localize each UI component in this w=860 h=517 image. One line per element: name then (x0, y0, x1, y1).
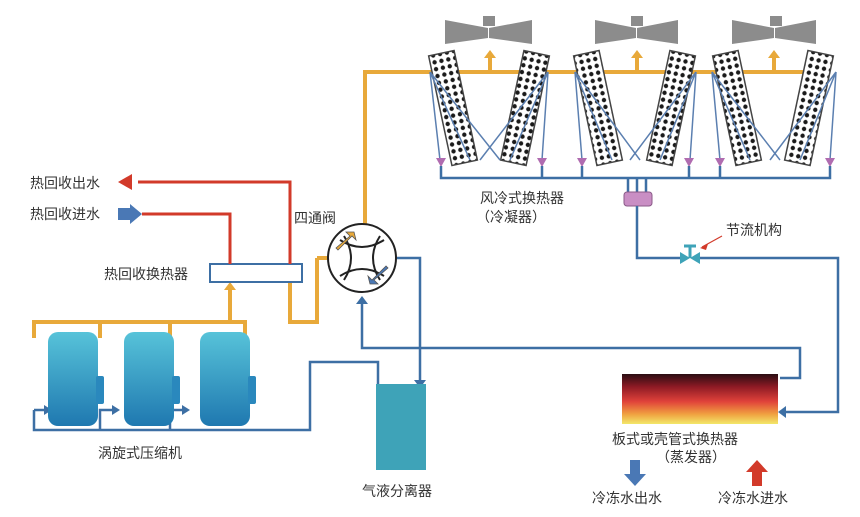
label-chilled-water-out: 冷冻水出水 (592, 490, 662, 507)
coil-1 (427, 49, 551, 167)
compressor-3 (200, 332, 256, 426)
label-scroll-compressor: 涡旋式压缩机 (98, 446, 182, 462)
scroll-compressors (48, 332, 256, 426)
throttle-pointer-head (700, 244, 708, 250)
condenser-fan-1 (445, 16, 532, 44)
condenser-collector (439, 166, 832, 192)
hot-water-pipes (138, 180, 292, 264)
hot-gas-pipes (32, 56, 828, 338)
label-evaporator-sub: （蒸发器） (656, 450, 726, 466)
four-way-valve (327, 223, 397, 293)
heat-recovery-exchanger (209, 263, 303, 283)
label-chilled-water-in: 冷冻水进水 (718, 490, 788, 507)
coil-2 (572, 49, 697, 167)
label-evaporator: 板式或壳管式换热器 (612, 431, 738, 448)
evaporator (622, 374, 778, 424)
label-condenser-sub: （冷凝器） (476, 210, 546, 226)
heat-recovery-out-arrow (118, 174, 132, 190)
label-condenser: 风冷式换热器 (480, 190, 564, 207)
chilled-water-out-arrow (624, 460, 646, 486)
label-gas-liquid-separator: 气液分离器 (362, 483, 432, 500)
label-throttle: 节流机构 (726, 223, 782, 239)
label-heat-recovery-out: 热回收出水 (30, 176, 100, 192)
condenser-fan-3 (732, 16, 816, 44)
label-four-way-valve: 四通阀 (294, 211, 336, 227)
throttle-valve (680, 244, 700, 264)
label-heat-recovery-in: 热回收进水 (30, 207, 100, 223)
heat-recovery-in-arrow (118, 204, 142, 224)
throttle-pointer (701, 235, 723, 248)
condenser-coils (427, 49, 835, 167)
condenser-fan-2 (595, 16, 678, 44)
hot-gas-arrows (224, 50, 780, 290)
compressor-2 (124, 332, 180, 426)
label-heat-recovery-exchanger: 热回收换热器 (104, 266, 188, 283)
liquid-receiver (623, 191, 653, 207)
chilled-water-arrows (624, 460, 768, 486)
distributor-nozzles (436, 158, 835, 167)
compressor-1 (48, 332, 104, 426)
coil-distribution-lines (429, 71, 837, 161)
hot-water-arrows (118, 174, 142, 224)
gas-liquid-separator (376, 384, 426, 470)
liquid-pipes (32, 206, 840, 432)
chilled-water-in-arrow (746, 460, 768, 486)
